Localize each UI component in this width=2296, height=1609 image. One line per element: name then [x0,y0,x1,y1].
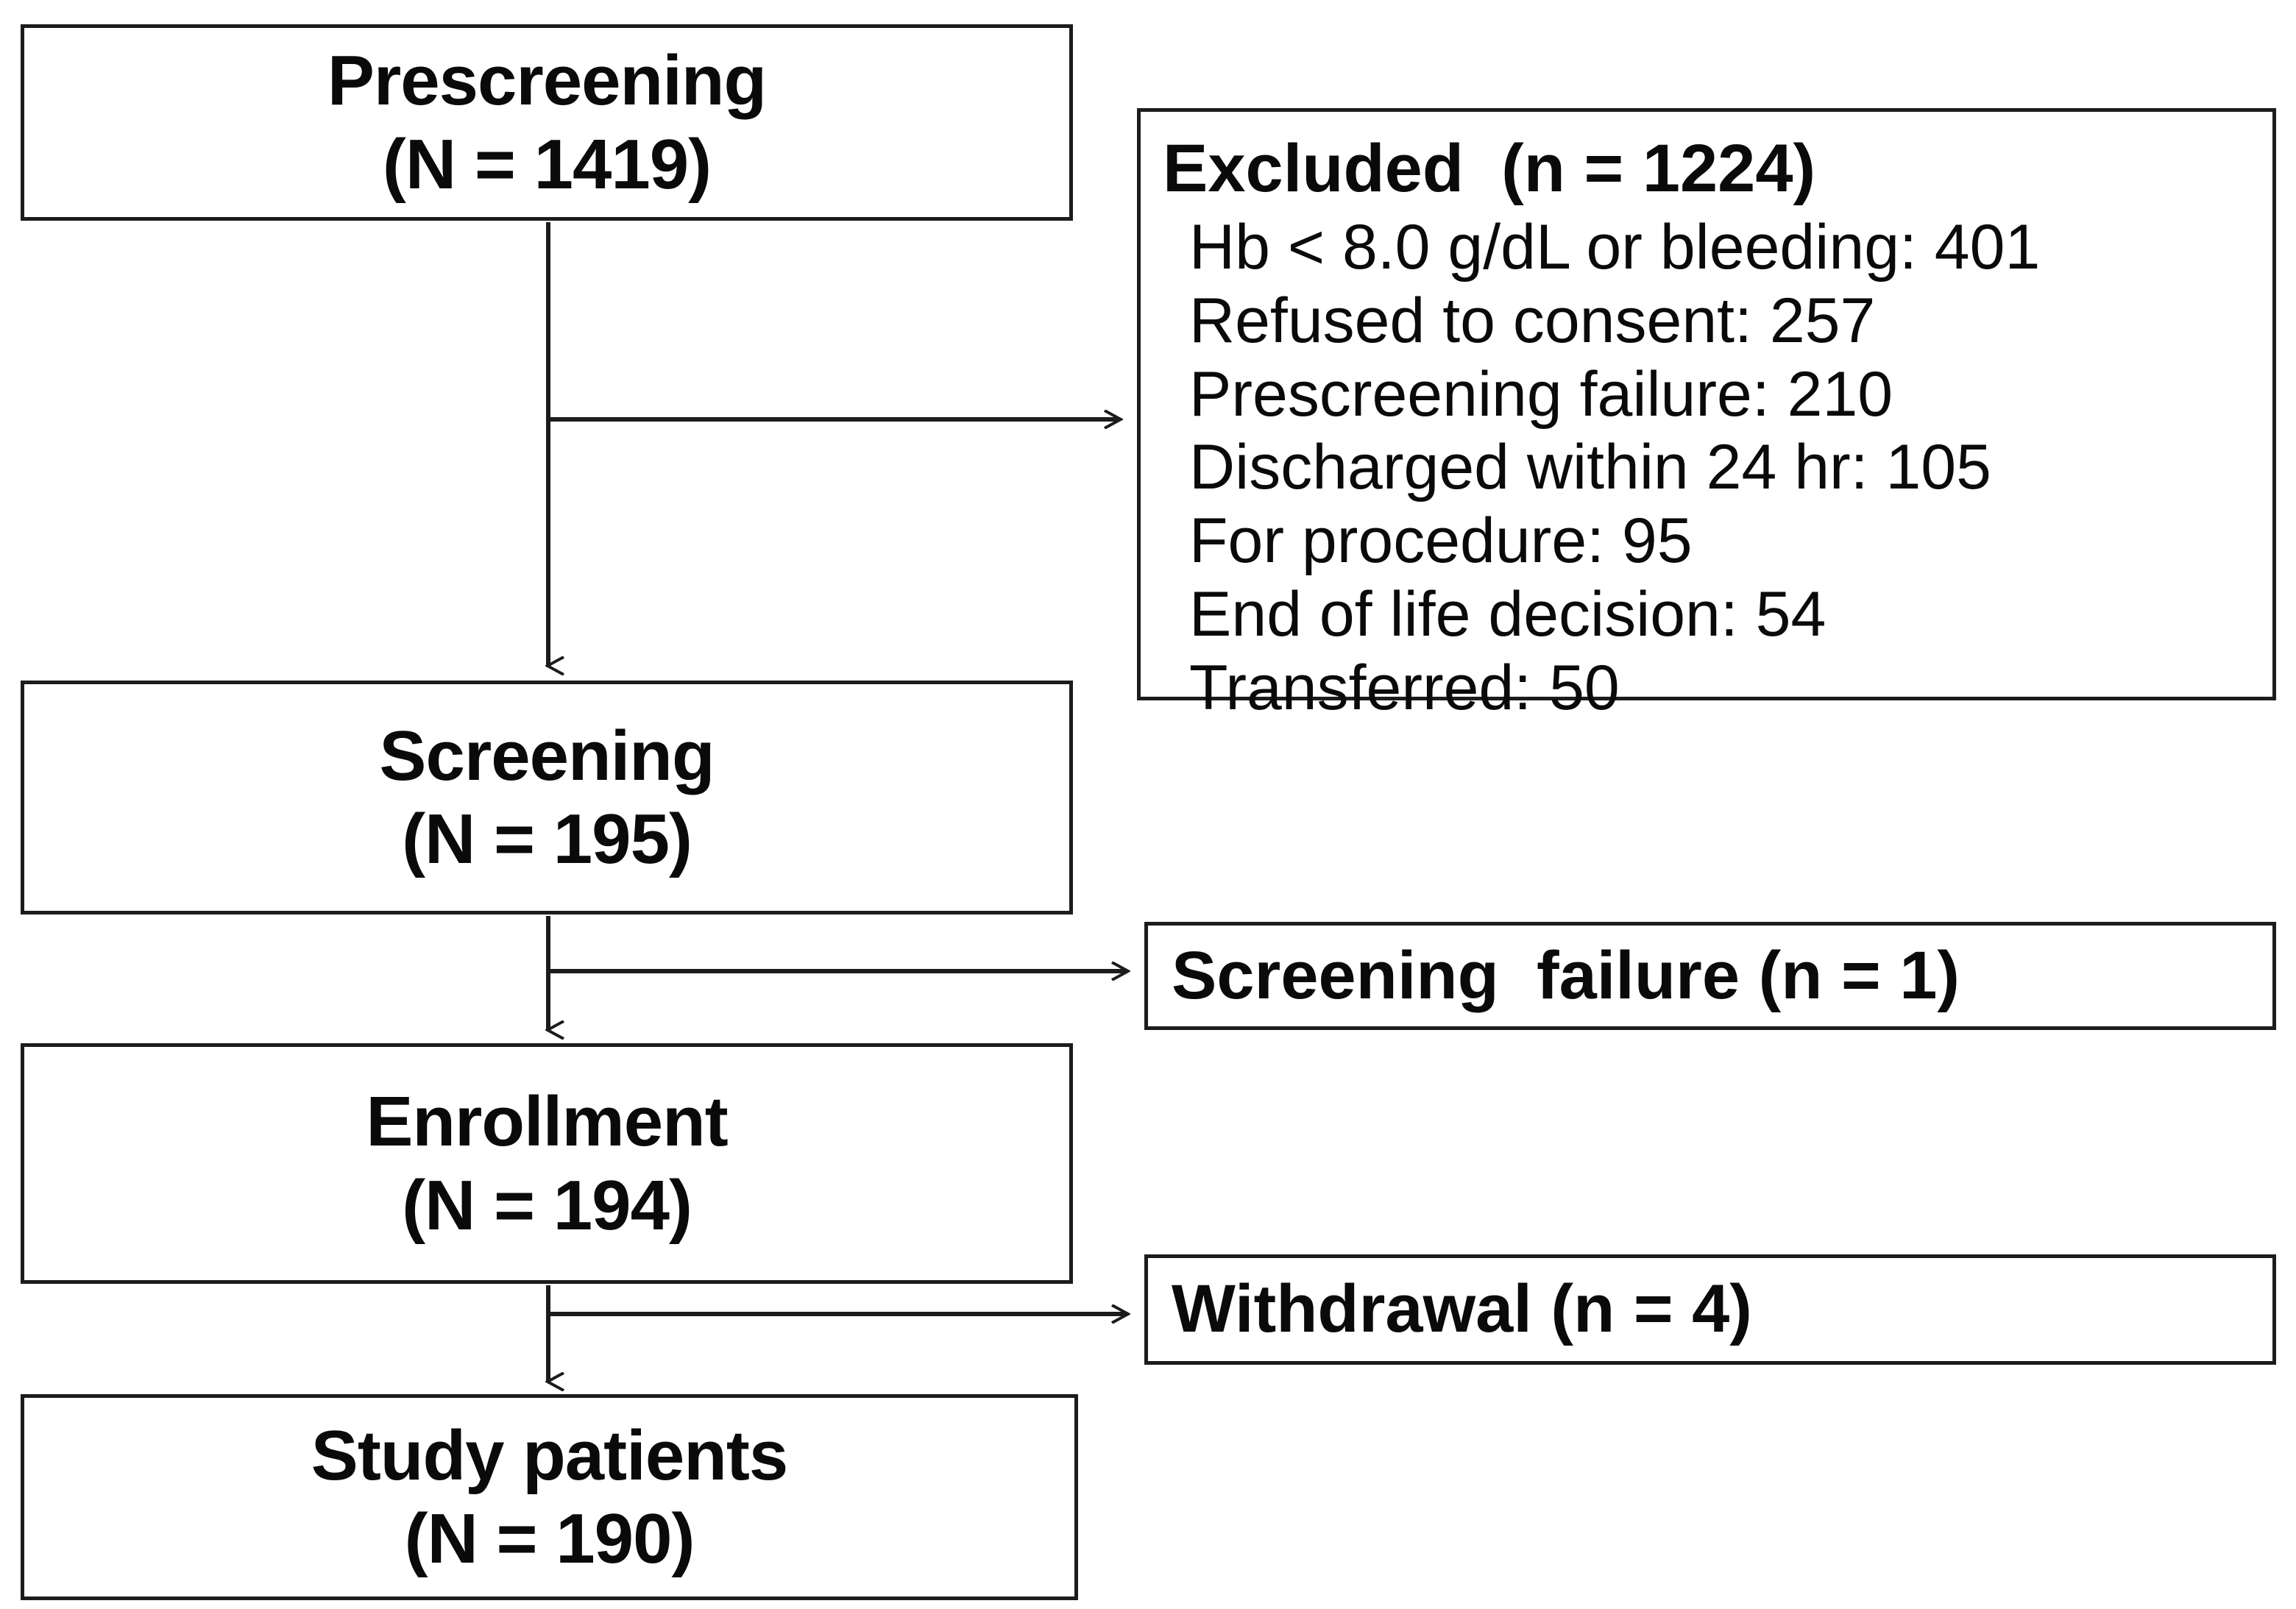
excluded-reason-item: Hb < 8.0 g/dL or bleeding: 401 [1189,212,2041,283]
excluded-reason-item: Transferred: 50 [1189,652,1620,723]
stage-box-study-patients: Study patients (N = 190) [21,1394,1078,1600]
withdrawal-label: Withdrawal (n = 4) [1172,1271,1752,1347]
stage-title-prescreening: Prescreening [327,41,767,121]
exclusion-box-withdrawal: Withdrawal (n = 4) [1144,1254,2276,1365]
stage-count-study-patients: (N = 190) [404,1499,695,1578]
stage-count-enrollment: (N = 194) [402,1165,692,1245]
stage-box-screening: Screening (N = 195) [21,681,1073,914]
stage-box-prescreening: Prescreening (N = 1419) [21,24,1073,221]
stage-box-enrollment: Enrollment (N = 194) [21,1043,1073,1284]
stage-title-screening: Screening [379,716,715,795]
excluded-reason-item: Refused to consent: 257 [1189,285,1876,356]
stage-count-prescreening: (N = 1419) [382,124,712,204]
excluded-reason-item: Prescreening failure: 210 [1189,358,1893,430]
excluded-reason-list: Hb < 8.0 g/dL or bleeding: 401 Refused t… [1163,211,2040,725]
excluded-heading: Excluded (n = 1224) [1163,131,1816,206]
stage-title-enrollment: Enrollment [366,1082,728,1162]
excluded-reason-item: End of life decision: 54 [1189,578,1826,650]
screening-failure-label: Screening failure (n = 1) [1172,937,1960,1013]
excluded-reason-item: Discharged within 24 hr: 105 [1189,432,1991,503]
exclusion-box-screening-failure: Screening failure (n = 1) [1144,922,2276,1030]
exclusion-box-excluded: Excluded (n = 1224) Hb < 8.0 g/dL or ble… [1137,108,2276,723]
stage-count-screening: (N = 195) [402,800,692,878]
excluded-reason-item: For procedure: 95 [1189,505,1693,577]
stage-title-study-patients: Study patients [311,1416,788,1495]
